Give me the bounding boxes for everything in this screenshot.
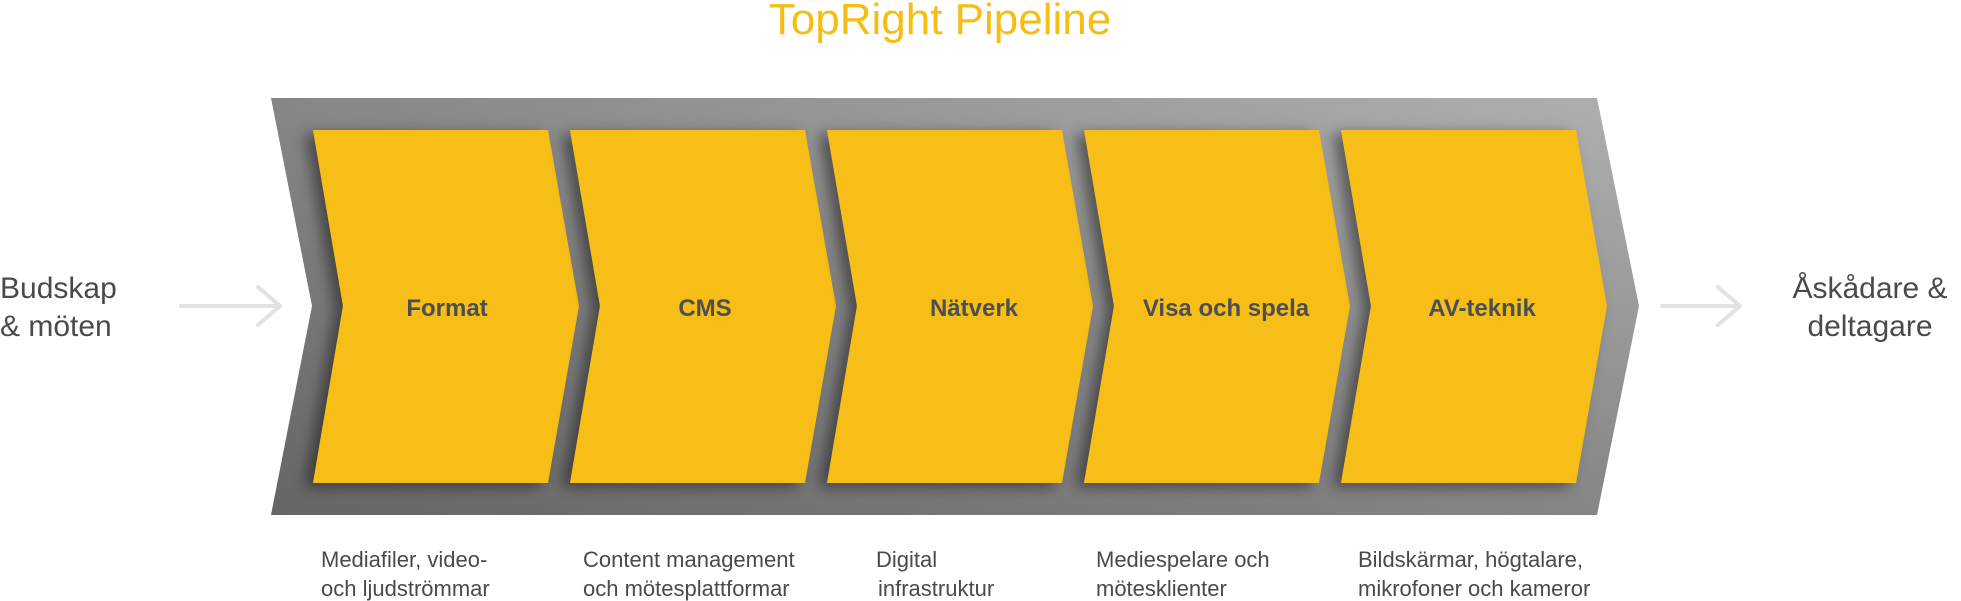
stage-description-line1: Mediespelare och: [1096, 547, 1270, 572]
stage-description-line2: och mötesplattformar: [583, 576, 790, 601]
output-label-line2: deltagare: [1807, 310, 1932, 343]
stage-label: Format: [406, 295, 487, 322]
stage-description-line2: infrastruktur: [878, 576, 994, 601]
stage-description-line1: Mediafiler, video-: [321, 547, 487, 572]
stage-description-line1: Bildskärmar, högtalare,: [1358, 547, 1583, 572]
input-label-line1: Budskap: [0, 272, 117, 305]
output-label-line1: Åskådare &: [1792, 272, 1947, 305]
stage-description-line2: mötesklienter: [1096, 576, 1227, 601]
stage-label: AV-teknik: [1428, 295, 1536, 322]
stage-cms: CMS Content management och mötesplattfor…: [570, 130, 836, 601]
stage-chevron: [570, 130, 836, 483]
stage-format: Format Mediafiler, video- och ljudströmm…: [313, 130, 579, 601]
diagram-title: TopRight Pipeline: [769, 0, 1111, 44]
input-label-line2: & möten: [0, 310, 112, 343]
stage-description-line2: och ljudströmmar: [321, 576, 490, 601]
stage-label: Nätverk: [930, 295, 1019, 322]
stage-natverk: Nätverk Digital infrastruktur: [827, 130, 1093, 601]
stage-chevron: [1084, 130, 1350, 483]
stage-description-line1: Digital: [876, 547, 937, 572]
stage-description-line1: Content management: [583, 547, 795, 572]
stage-av-teknik: AV-teknik Bildskärmar, högtalare, mikrof…: [1341, 130, 1607, 601]
stage-chevron: [1341, 130, 1607, 483]
input-arrow-icon: [179, 285, 282, 327]
stage-chevron: [827, 130, 1093, 483]
stage-label: Visa och spela: [1143, 295, 1310, 322]
output-arrow-icon: [1660, 285, 1742, 327]
stage-label: CMS: [678, 295, 731, 322]
stage-chevron: [313, 130, 579, 483]
stage-visa-och-spela: Visa och spela Mediespelare och möteskli…: [1084, 130, 1350, 601]
stage-description-line2: mikrofoner och kameror: [1358, 576, 1590, 601]
